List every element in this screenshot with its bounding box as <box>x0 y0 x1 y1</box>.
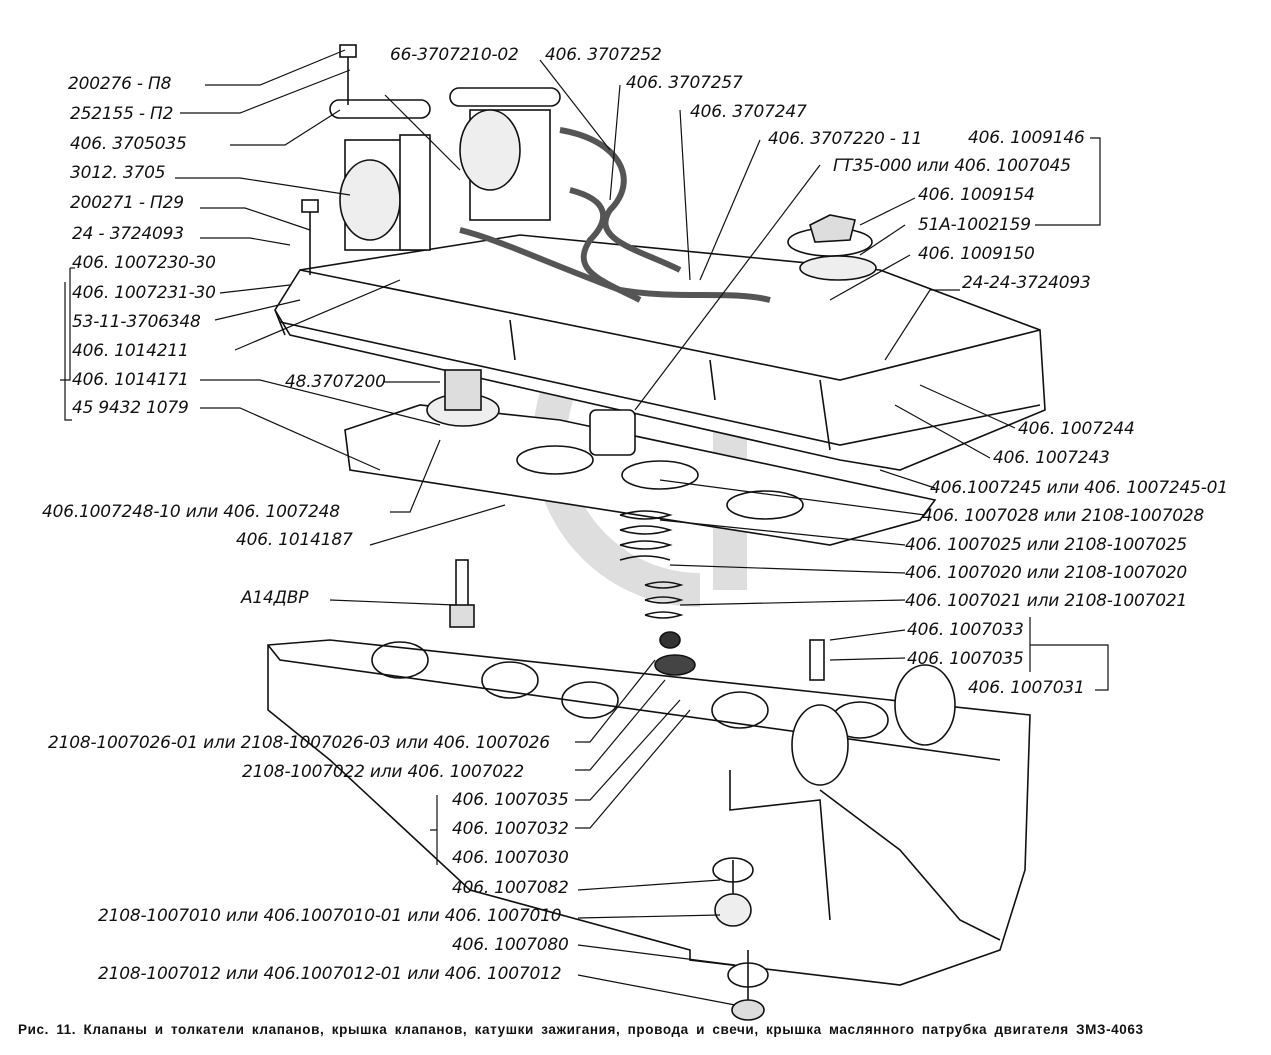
oil-filler-cap <box>787 214 877 281</box>
part-label: 406. 1007033 <box>907 620 1024 640</box>
part-label: 406. 1009154 <box>918 185 1035 205</box>
part-label: 406. 1007020 или 2108-1007020 <box>905 563 1188 583</box>
part-label: 406. 1014187 <box>236 530 353 550</box>
part-label: 53-11-3706348 <box>72 312 201 332</box>
figure-caption: Рис. 11. Клапаны и толкатели клапанов, к… <box>18 1022 1144 1037</box>
ignition-coil-right <box>449 87 561 221</box>
part-label: 406. 1014211 <box>72 341 189 361</box>
part-label: 2108-1007026-01 или 2108-1007026-03 или … <box>48 733 550 753</box>
part-label: 51А-1002159 <box>918 215 1031 235</box>
part-label: 406. 1007244 <box>1018 419 1135 439</box>
leader-lines <box>60 49 1109 1006</box>
part-label: 406.1007248-10 или 406. 1007248 <box>42 502 340 522</box>
valves <box>712 857 769 1021</box>
part-group-label: 406. 1007030 <box>452 848 569 868</box>
part-label: 48.3707200 <box>285 372 386 392</box>
part-label: А14ДВР <box>241 588 309 608</box>
part-label: 3012. 3705 <box>70 163 166 183</box>
part-group-label: 406. 1007230-30 <box>72 253 216 273</box>
part-label: 66-3707210-02 <box>390 45 519 65</box>
part-label: 406. 1007243 <box>993 448 1110 468</box>
part-label: 2108-1007010 или 406.1007010-01 или 406.… <box>98 906 562 926</box>
part-label: 406. 1007082 <box>452 878 569 898</box>
part-label: 406. 1007035 <box>907 649 1024 669</box>
part-label: 406. 1007028 или 2108-1007028 <box>922 506 1205 526</box>
tappet <box>589 409 636 456</box>
ignition-coil-left <box>329 99 431 251</box>
part-label: 406.1007245 или 406. 1007245-01 <box>930 478 1228 498</box>
part-label: 406. 1007021 или 2108-1007021 <box>905 591 1188 611</box>
part-label: 406. 1007231-30 <box>72 283 216 303</box>
part-label: 406. 3707247 <box>690 102 807 122</box>
part-label: 24 - 3724093 <box>72 224 184 244</box>
spark-plug <box>449 559 475 628</box>
part-label: 2108-1007022 или 406. 1007022 <box>242 762 525 782</box>
oil-seal <box>426 369 500 427</box>
part-label: 200271 - П29 <box>70 193 184 213</box>
part-label: 406. 3705035 <box>70 134 187 154</box>
part-label: 406. 1007035 <box>452 790 569 810</box>
bolts <box>301 44 357 275</box>
part-group-label: 406. 1007031 <box>968 678 1085 698</box>
part-label: ГТ35-000 или 406. 1007045 <box>833 156 1071 176</box>
part-label: 406. 1007080 <box>452 935 569 955</box>
part-label: 24-24-3724093 <box>962 273 1091 293</box>
ignition-wires <box>459 127 771 303</box>
part-label: 200276 - П8 <box>68 74 172 94</box>
part-label: 45 9432 1079 <box>72 398 189 418</box>
cylinder-head <box>267 639 1031 986</box>
part-label: 406. 3707252 <box>545 45 662 65</box>
part-label: 406. 3707220 - 11 <box>768 129 923 149</box>
part-label: 406. 3707257 <box>626 73 743 93</box>
part-label: 406. 1007025 или 2108-1007025 <box>905 535 1188 555</box>
valve-cover <box>274 234 1046 471</box>
part-label: 252155 - П2 <box>70 104 174 124</box>
part-label: 406. 1007032 <box>452 819 569 839</box>
part-label: 406. 1009150 <box>918 244 1035 264</box>
part-label: 2108-1007012 или 406.1007012-01 или 406.… <box>98 964 562 984</box>
part-group-label: 406. 1009146 <box>968 128 1085 148</box>
part-label: 406. 1014171 <box>72 370 189 390</box>
